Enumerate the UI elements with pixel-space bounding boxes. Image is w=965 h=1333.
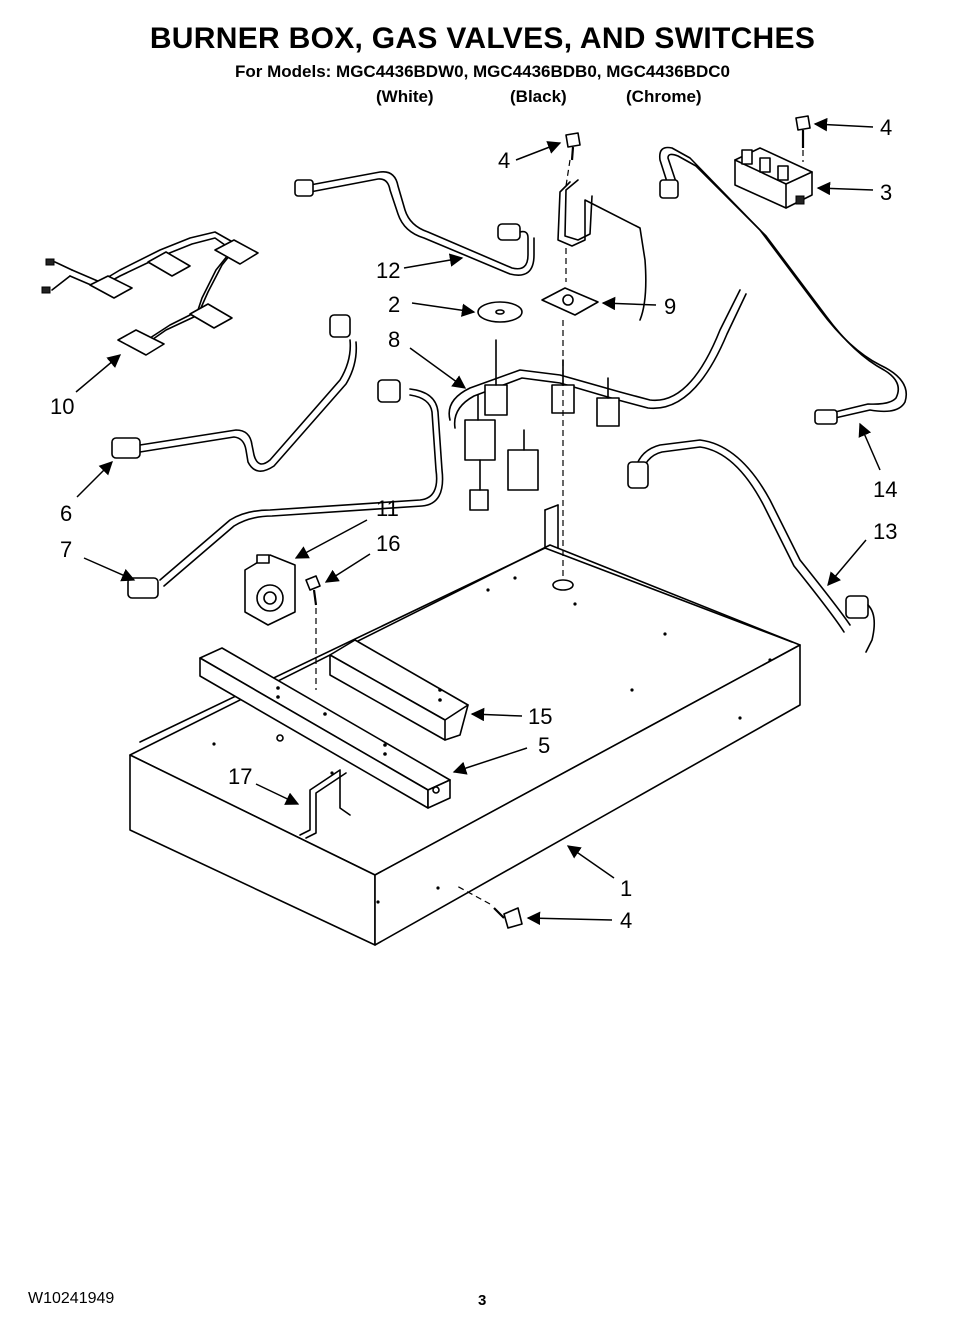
callout-12: 12 [376,258,400,283]
bracket-15 [329,639,469,741]
callout-10: 10 [50,394,74,419]
bracket-5 [199,647,451,809]
screw-4-right [795,115,811,148]
variant-white: (White) [376,87,434,106]
callout-4-bottom: 4 [620,908,632,933]
callout-1: 1 [620,876,632,901]
screw-4-top [565,132,581,161]
callout-15: 15 [528,704,552,729]
callout-14: 14 [873,477,897,502]
callout-4-top-center: 4 [498,148,510,173]
callout-13: 13 [873,519,897,544]
screw-4-bottom [493,907,523,929]
callout-17: 17 [228,764,252,789]
gas-tube-14 [658,146,907,425]
document-number: W10241949 [28,1290,115,1307]
gas-tube-13 [627,439,876,653]
callout-11: 11 [376,496,399,521]
clip-17 [299,769,351,839]
gas-tube-6 [111,314,358,472]
plate-9 [541,287,599,316]
callout-4-top-right: 4 [880,115,892,140]
gas-valve-8 [448,289,747,511]
callout-3: 3 [880,180,892,205]
gas-tube-7 [127,379,444,599]
spark-module-3 [734,147,813,209]
leader-lines [75,117,881,926]
ignition-switch-harness-10 [41,231,259,356]
callout-8: 8 [388,327,400,352]
screw-16 [305,575,321,606]
callout-6: 6 [60,501,72,526]
regulator-11 [244,554,296,626]
valve-bracket-top [557,159,647,321]
variant-black: (Black) [510,87,567,106]
washer-2 [477,301,523,323]
page-number: 3 [478,1292,487,1309]
models-line: For Models: MGC4436BDW0, MGC4436BDB0, MG… [234,62,730,81]
callout-5: 5 [538,733,550,758]
gas-tube-12 [294,170,535,276]
variant-chrome: (Chrome) [626,87,702,106]
callout-16: 16 [376,531,400,556]
callout-2: 2 [388,292,400,317]
burner-box [129,504,801,946]
callout-9: 9 [664,294,676,319]
callout-7: 7 [60,537,72,562]
page-title: BURNER BOX, GAS VALVES, AND SWITCHES [149,22,816,55]
